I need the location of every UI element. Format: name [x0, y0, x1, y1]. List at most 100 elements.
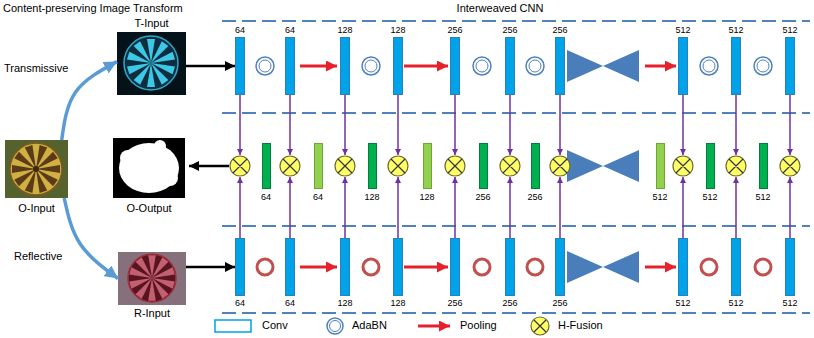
image-label: T-Input — [134, 17, 168, 30]
transform-label: Reflective — [14, 250, 62, 263]
adabn-ring — [700, 57, 718, 75]
o-output-image — [120, 150, 136, 166]
fusion-link — [789, 95, 791, 155]
bottleneck-bowtie — [567, 150, 639, 182]
image-label: O-Output — [126, 202, 171, 215]
o-output-image — [162, 170, 178, 186]
fusion-link — [344, 177, 346, 238]
label-anchor: Reflective — [14, 250, 62, 263]
channel-count: 64 — [285, 298, 295, 309]
conv-block: 128 — [393, 238, 403, 296]
legend-label: Conv — [262, 319, 288, 332]
input-image: O-Input — [5, 140, 68, 198]
legend-fusion-sample — [534, 320, 546, 332]
r-input-image — [129, 274, 153, 288]
pooling-arrow — [404, 65, 448, 68]
channel-count: 256 — [552, 298, 567, 309]
data-arrow — [186, 266, 235, 269]
fusion-conv-block: 256 — [531, 143, 540, 189]
fusion-link — [509, 177, 511, 238]
channel-count: 128 — [337, 25, 352, 36]
channel-count: 256 — [502, 25, 517, 36]
fusion-conv-block: 128 — [368, 143, 377, 189]
channel-count: 512 — [675, 25, 690, 36]
conv-block: 256 — [450, 238, 460, 296]
output-image: O-Output — [113, 138, 185, 198]
channel-count: 256 — [527, 192, 542, 203]
legend-adabn-sample — [327, 318, 343, 334]
conv-block: 64 — [235, 238, 245, 296]
conv-block: 512 — [785, 238, 795, 296]
channel-count: 128 — [390, 298, 405, 309]
channel-count: 128 — [364, 192, 379, 203]
fusion-conv-block: 256 — [479, 143, 488, 189]
adabn-ring — [754, 57, 772, 75]
adabn-ring — [757, 60, 769, 72]
pooling-arrow — [300, 65, 337, 68]
conv-block: 512 — [731, 238, 741, 296]
fusion-link — [289, 177, 291, 238]
fusion-link — [239, 177, 241, 238]
output-arrow — [189, 165, 229, 168]
conv-block: 256 — [555, 37, 565, 95]
conv-block: 128 — [340, 238, 350, 296]
o-input-image — [33, 166, 39, 172]
conv-block: 512 — [678, 37, 688, 95]
legend-pooling-sample — [418, 325, 450, 328]
fusion-link — [454, 95, 456, 155]
conv-block: 256 — [505, 37, 515, 95]
legend-conv-sample — [215, 320, 251, 332]
channel-count: 512 — [702, 192, 717, 203]
channel-count: 64 — [313, 192, 323, 203]
transform-label: Transmissive — [4, 62, 68, 75]
legend-label: H-Fusion — [558, 319, 603, 332]
channel-count: 256 — [552, 25, 567, 36]
bottleneck-bowtie — [567, 251, 639, 283]
adabn-ring — [259, 60, 271, 72]
section-heading: Interweaved CNN — [457, 2, 544, 15]
o-output-image — [113, 138, 185, 198]
conv-block: 256 — [450, 37, 460, 95]
t-input-image — [127, 59, 152, 74]
fusion-conv-block: 64 — [262, 143, 271, 189]
legend-item: H-Fusion — [558, 319, 603, 332]
label-anchor: Transmissive — [4, 62, 68, 75]
legend-label: AdaBN — [352, 319, 387, 332]
channel-count: 512 — [728, 298, 743, 309]
adabn-ring — [526, 57, 544, 75]
pooling-arrow — [645, 266, 676, 269]
channel-count: 256 — [475, 192, 490, 203]
bottleneck-bowtie — [567, 50, 639, 82]
conv-block: 256 — [505, 238, 515, 296]
adabn-ring — [257, 259, 273, 275]
t-input-image — [134, 41, 155, 65]
adabn-ring — [529, 60, 541, 72]
adabn-ring — [701, 259, 717, 275]
o-output-image — [119, 143, 179, 193]
channel-count: 128 — [337, 298, 352, 309]
channel-count: 512 — [755, 192, 770, 203]
band-line — [222, 312, 810, 314]
fusion-link — [344, 95, 346, 155]
fusion-conv-block: 512 — [656, 143, 665, 189]
adabn-ring — [365, 60, 377, 72]
channel-count: 512 — [728, 25, 743, 36]
label-anchor: Content-preserving Image Transform — [3, 2, 183, 15]
fusion-conv-block: 512 — [759, 143, 768, 189]
adabn-ring — [474, 259, 490, 275]
input-image: T-Input — [117, 32, 186, 95]
legend-item: Conv — [262, 319, 288, 332]
pooling-arrow — [645, 65, 676, 68]
r-input-image — [136, 257, 156, 280]
legend-label: Pooling — [460, 319, 497, 332]
t-input-image — [124, 36, 178, 90]
conv-block: 128 — [393, 37, 403, 95]
section-heading: Content-preserving Image Transform — [3, 2, 183, 15]
band-line — [222, 112, 810, 114]
image-label: O-Input — [18, 202, 55, 215]
conv-block: 64 — [285, 37, 295, 95]
channel-count: 512 — [782, 298, 797, 309]
o-input-image — [10, 143, 62, 195]
adabn-ring — [362, 57, 380, 75]
